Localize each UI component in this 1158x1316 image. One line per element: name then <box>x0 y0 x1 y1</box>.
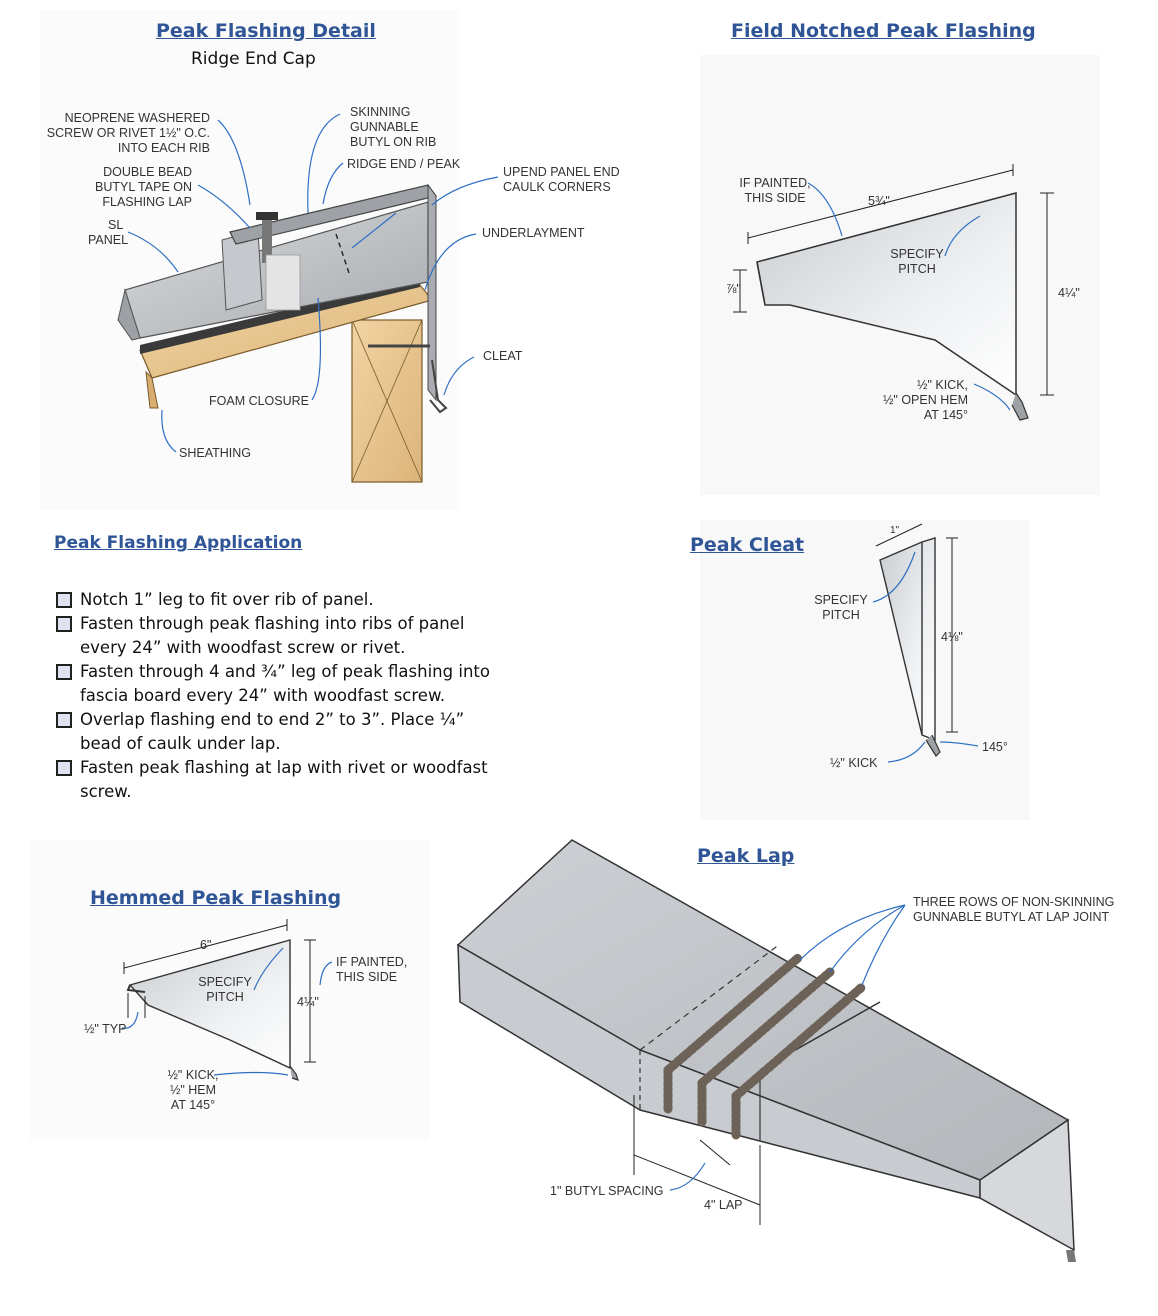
lap-length-label: 4" LAP <box>704 1198 743 1212</box>
field-specify-pitch-label: SPECIFY PITCH <box>890 247 944 276</box>
list-item: Overlap flashing end to end 2” to 3”. Pl… <box>54 708 494 756</box>
hemmed-width-label: 6" <box>200 938 212 952</box>
field-notched-sheet <box>756 192 1017 397</box>
sheathing-label: SHEATHING <box>179 446 251 460</box>
hemmed-typ-label: ½" TYP <box>84 1022 127 1036</box>
cleat-specify-pitch-label: SPECIFY PITCH <box>814 593 868 622</box>
field-width-label: 5¾" <box>868 194 890 208</box>
field-if-painted-label: IF PAINTED, THIS SIDE <box>739 176 811 205</box>
cleat-angle-label: 145° <box>982 740 1008 754</box>
neoprene-label: NEOPRENE WASHERED SCREW OR RIVET 1½" O.C… <box>46 111 210 155</box>
screw <box>262 218 272 263</box>
list-item: Fasten peak flashing at lap with rivet o… <box>54 756 494 804</box>
checkbox-icon <box>56 664 72 680</box>
hemmed-title: Hemmed Peak Flashing <box>90 887 342 909</box>
application-title: Peak Flashing Application <box>54 533 303 553</box>
checkbox-icon <box>56 616 72 632</box>
peak-cleat-drawing <box>872 523 979 763</box>
peak-flashing-detail-title: Peak Flashing Detail <box>156 20 376 42</box>
field-notched-drawing <box>733 164 1054 421</box>
list-item: Fasten through peak flashing into ribs o… <box>54 612 494 660</box>
field-height-label: 4¼" <box>1058 286 1080 300</box>
ridge-end-label: RIDGE END / PEAK <box>347 157 461 171</box>
lap-end-face <box>979 1118 1075 1252</box>
hemmed-drawing <box>121 919 333 1081</box>
field-notch-label: ⅞" <box>726 282 741 296</box>
foam-label: FOAM CLOSURE <box>209 394 310 408</box>
checkbox-icon <box>56 712 72 728</box>
hemmed-if-painted-label: IF PAINTED, THIS SIDE <box>336 955 408 984</box>
upend-label: UPEND PANEL END CAULK CORNERS <box>503 165 620 194</box>
field-notched-title: Field Notched Peak Flashing <box>731 20 1036 42</box>
cleat-kick-label: ½" KICK <box>830 756 878 770</box>
sl-panel-label: SL PANEL <box>88 218 129 247</box>
ridge-end-cap-subtitle: Ridge End Cap <box>191 49 316 69</box>
hemmed-height-label: 4¼" <box>297 995 319 1009</box>
ridge-detail-drawing <box>117 113 499 483</box>
peak-cleat-title: Peak Cleat <box>690 534 805 556</box>
cleat-sheet <box>879 537 936 742</box>
lap-rows-label: THREE ROWS OF NON-SKINNING GUNNABLE BUTY… <box>913 895 1115 924</box>
hemmed-kick-label: ½" KICK, ½" HEM AT 145° <box>167 1068 219 1112</box>
list-item: Notch 1” leg to fit over rib of panel. <box>54 588 494 612</box>
skinning-label: SKINNING GUNNABLE BUTYL ON RIB <box>350 105 437 149</box>
checkbox-icon <box>56 760 72 776</box>
field-kick-label: ½" KICK, ½" OPEN HEM AT 145° <box>882 378 968 422</box>
underlayment-label: UNDERLAYMENT <box>482 226 585 240</box>
double-bead-label: DOUBLE BEAD BUTYL TAPE ON FLASHING LAP <box>94 165 192 209</box>
lap-spacing-label: 1" BUTYL SPACING <box>550 1184 664 1198</box>
list-item: Fasten through 4 and ¾” leg of peak flas… <box>54 660 494 708</box>
application-list: Notch 1” leg to fit over rib of panel. F… <box>54 588 494 804</box>
cleat-top-label: 1" <box>890 525 900 536</box>
cleat-label: CLEAT <box>483 349 523 363</box>
hemmed-specify-pitch-label: SPECIFY PITCH <box>198 975 252 1004</box>
checkbox-icon <box>56 592 72 608</box>
peak-lap-title: Peak Lap <box>697 845 795 867</box>
butyl-rows <box>663 953 867 1141</box>
peak-lap-drawing <box>456 839 1076 1262</box>
cleat-height-label: 4⅛" <box>941 630 963 644</box>
cleat-panel-bg <box>700 520 1030 820</box>
